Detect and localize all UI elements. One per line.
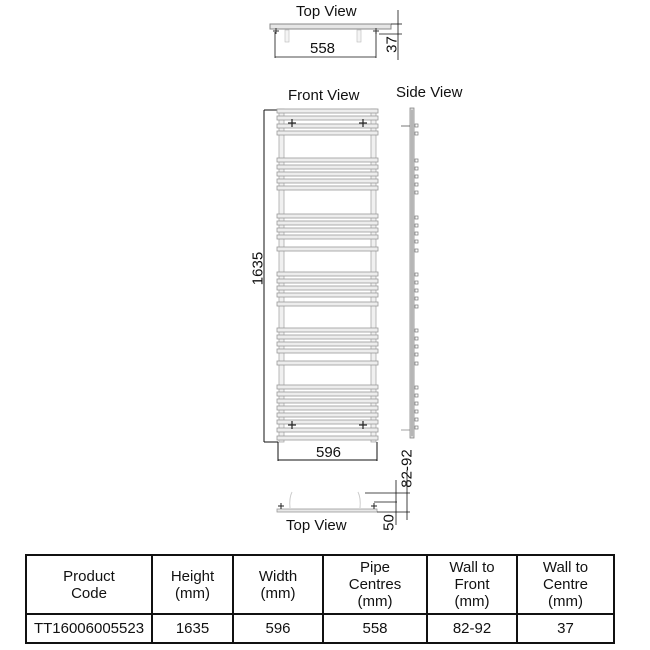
front-view-radiator <box>276 108 379 443</box>
side-view-radiator <box>401 107 419 439</box>
cell-wall-to-centre: 37 <box>516 613 615 644</box>
technical-drawing <box>263 10 419 525</box>
cell-height: 1635 <box>151 613 234 644</box>
offset-dimension-label: 50 <box>380 514 398 531</box>
top-view-upper-title: Top View <box>296 3 357 20</box>
front-view-dimension-lines <box>263 109 378 461</box>
wall-to-centre-dimension-label: 37 <box>383 36 401 53</box>
front-view-title: Front View <box>288 87 360 104</box>
header-height: Height(mm) <box>151 554 234 615</box>
pipe-centres-dimension-label: 558 <box>310 40 336 57</box>
wall-to-front-dimension-label: 82-92 <box>398 449 416 488</box>
cell-wall-to-front: 82-92 <box>426 613 518 644</box>
cell-width: 596 <box>232 613 324 644</box>
top-view-upper-drawing <box>269 10 402 60</box>
cell-pipe-centres: 558 <box>322 613 428 644</box>
width-dimension-label: 596 <box>316 444 342 461</box>
top-view-lower-title: Top View <box>286 517 347 534</box>
top-view-lower-drawing <box>276 470 410 525</box>
header-width: Width(mm) <box>232 554 324 615</box>
side-view-title: Side View <box>396 84 463 101</box>
height-dimension-label: 1635 <box>249 251 267 286</box>
table-row: TT16006005523 1635 596 558 82-92 37 <box>25 613 615 644</box>
cell-product-code: TT16006005523 <box>25 613 153 644</box>
